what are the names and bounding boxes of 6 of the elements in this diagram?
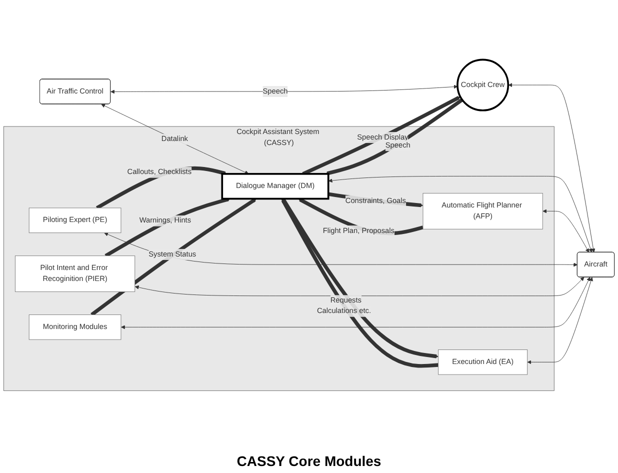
arrow	[90, 198, 256, 317]
arrow	[104, 198, 230, 258]
group-caption: CASSY Core Modules	[236, 453, 382, 469]
arrow	[96, 166, 228, 210]
arrow	[302, 96, 461, 176]
arrow	[325, 98, 464, 176]
